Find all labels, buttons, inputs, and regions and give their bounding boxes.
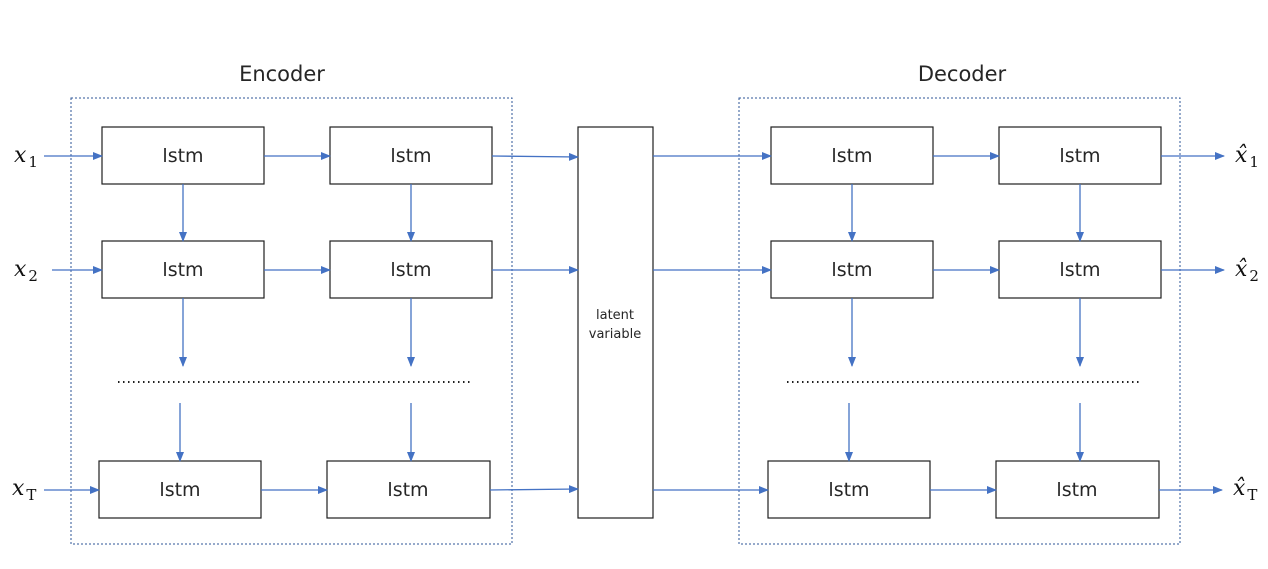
decoder-lstm-r1c2-label: lstm: [1059, 145, 1100, 167]
decoder-lstm-r1c1-label: lstm: [831, 145, 872, 167]
decoder-lstm-r2c2: [998, 240, 1162, 299]
decoder-lstm-r2c1: [770, 240, 934, 299]
output-xhat2-label: x̂2: [1235, 257, 1259, 285]
encoder-lstm-r2c1-label: lstm: [162, 259, 203, 281]
encoder-lstm-r1c2: [329, 126, 493, 185]
output-xhat1-label: x̂1: [1235, 143, 1259, 171]
decoder-lstm-r2c2-label: lstm: [1059, 259, 1100, 281]
encoder-lstm-r3c1-label: lstm: [159, 479, 200, 501]
decoder-lstm-r3c1: [767, 460, 931, 519]
output-xhatT-label: x̂T: [1233, 476, 1257, 504]
decoder-lstm-r3c2-label: lstm: [1056, 479, 1097, 501]
decoder-lstm-r3c1-label: lstm: [828, 479, 869, 501]
encoder-lstm-r1c2-label: lstm: [390, 145, 431, 167]
encoder-lstm-r2c2-label: lstm: [390, 259, 431, 281]
encoder-lstm-r3c2-label: lstm: [387, 479, 428, 501]
encoder-group: [70, 97, 513, 545]
decoder-title: Decoder: [918, 62, 1007, 86]
decoder-group: [738, 97, 1181, 545]
decoder-lstm-r2c1-label: lstm: [831, 259, 872, 281]
arrow-enc-r3-to-latent: [489, 485, 579, 494]
encoder-title: Encoder: [239, 62, 325, 86]
arrow-enc-r1-to-latent: [491, 152, 579, 161]
latent-variable-box: [577, 126, 654, 519]
decoder-lstm-r3c2: [995, 460, 1160, 519]
latent-label-line1: latent: [596, 308, 634, 323]
decoder-lstm-r1c2: [998, 126, 1162, 185]
latent-label-line2: variable: [589, 327, 641, 342]
encoder-lstm-r1c1-label: lstm: [162, 145, 203, 167]
